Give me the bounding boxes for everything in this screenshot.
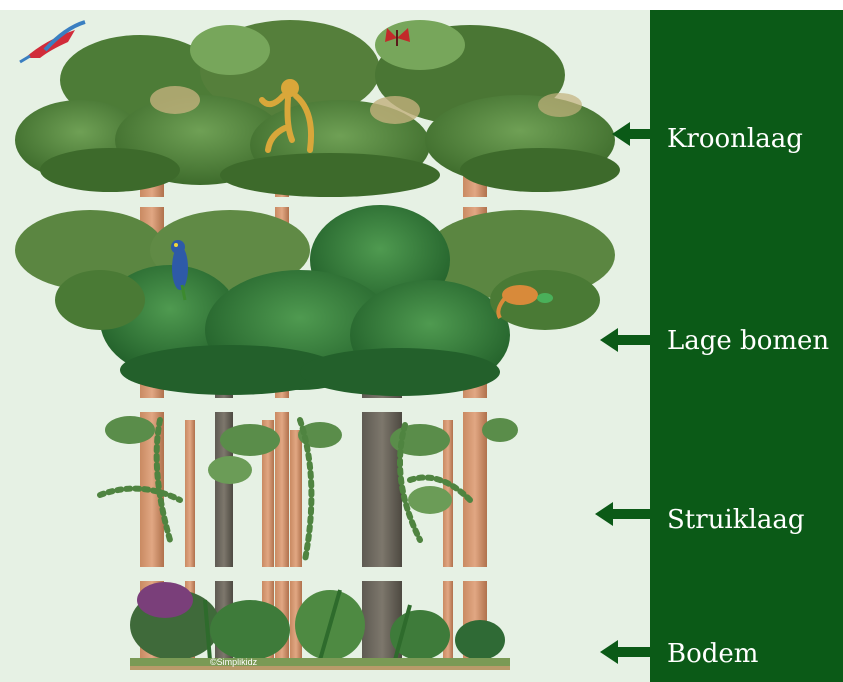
canopy-foliage — [15, 20, 620, 197]
label-lage-bomen: Lage bomen — [667, 328, 829, 354]
label-kroonlaag: Kroonlaag — [667, 126, 803, 152]
credit-text: ©Simplikidz — [210, 657, 258, 667]
label-struiklaag: Struiklaag — [667, 507, 804, 533]
layer-labels-panel: Kroonlaag Lage bomen Struiklaag Bodem — [650, 10, 843, 682]
label-bodem: Bodem — [667, 641, 758, 667]
